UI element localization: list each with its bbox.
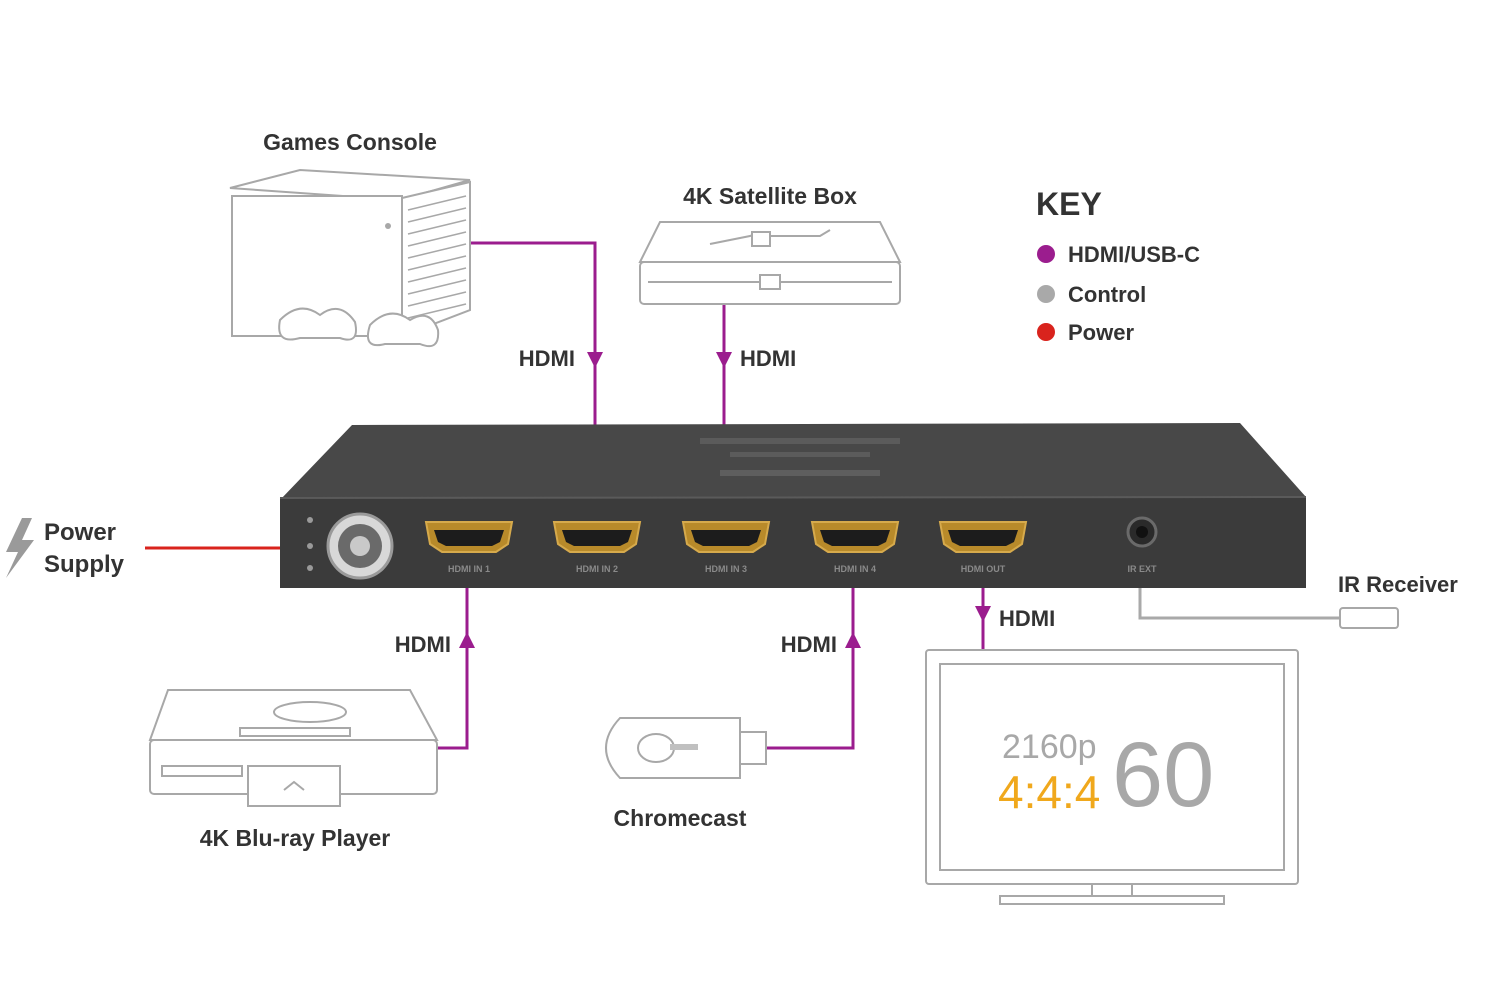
chromecast-hdmi-label: HDMI — [781, 632, 837, 657]
tv-illustration — [925, 649, 1299, 905]
tv-chroma: 4:4:4 — [998, 766, 1100, 818]
bluray-player-label: 4K Blu-ray Player — [200, 825, 391, 851]
port-label-in3: HDMI IN 3 — [705, 564, 747, 574]
cable-bluray — [437, 530, 469, 750]
satellite-box-illustration — [638, 221, 902, 305]
games-console-illustration — [229, 168, 471, 348]
arrow-bluray — [459, 632, 475, 648]
arrow-console — [587, 352, 603, 368]
chromecast-illustration — [605, 717, 767, 779]
port-hdmi-in-4 — [810, 521, 900, 553]
satellite-box-label: 4K Satellite Box — [683, 183, 857, 209]
lightning-icon — [6, 518, 34, 578]
port-label-ir: IR EXT — [1127, 564, 1157, 574]
port-label-in4: HDMI IN 4 — [834, 564, 876, 574]
port-label-out: HDMI OUT — [961, 564, 1006, 574]
arrow-chromecast — [845, 632, 861, 648]
ir-receiver-illustration — [1339, 607, 1399, 629]
key-power-label: Power — [1068, 320, 1134, 345]
ir-receiver-label: IR Receiver — [1338, 572, 1458, 597]
key-hdmi-swatch — [1037, 245, 1055, 263]
games-console-label: Games Console — [263, 129, 437, 155]
arrow-satellite — [716, 352, 732, 368]
port-hdmi-out — [938, 521, 1028, 553]
tv-resolution: 2160p — [1002, 728, 1097, 766]
key-control-label: Control — [1068, 282, 1146, 307]
bluray-hdmi-label: HDMI — [395, 632, 451, 657]
key-legend: KEY HDMI/USB-C Control Power — [1036, 186, 1200, 345]
power-supply-label-line2: Supply — [44, 551, 125, 578]
hdmi-switch: HDMI IN 1 HDMI IN 2 HDMI IN 3 HDMI IN 4 … — [279, 423, 1307, 588]
tv-framerate: 60 — [1112, 724, 1214, 826]
arrow-output — [975, 606, 991, 622]
key-power-swatch — [1037, 323, 1055, 341]
port-label-in2: HDMI IN 2 — [576, 564, 618, 574]
port-ir-ext — [1126, 516, 1158, 548]
switch-top — [280, 423, 1306, 500]
console-hdmi-label: HDMI — [519, 346, 575, 371]
key-control-swatch — [1037, 285, 1055, 303]
chromecast-label: Chromecast — [614, 805, 747, 831]
bluray-player-illustration — [148, 689, 439, 807]
port-hdmi-in-2 — [552, 521, 642, 553]
cable-chromecast — [765, 530, 855, 750]
key-title: KEY — [1036, 186, 1102, 222]
output-hdmi-label: HDMI — [999, 606, 1055, 631]
satellite-hdmi-label: HDMI — [740, 346, 796, 371]
port-hdmi-in-3 — [681, 521, 771, 553]
port-label-in1: HDMI IN 1 — [448, 564, 490, 574]
port-hdmi-in-1 — [424, 521, 514, 553]
key-hdmi-label: HDMI/USB-C — [1068, 242, 1200, 267]
power-supply-label-line1: Power — [44, 519, 116, 546]
